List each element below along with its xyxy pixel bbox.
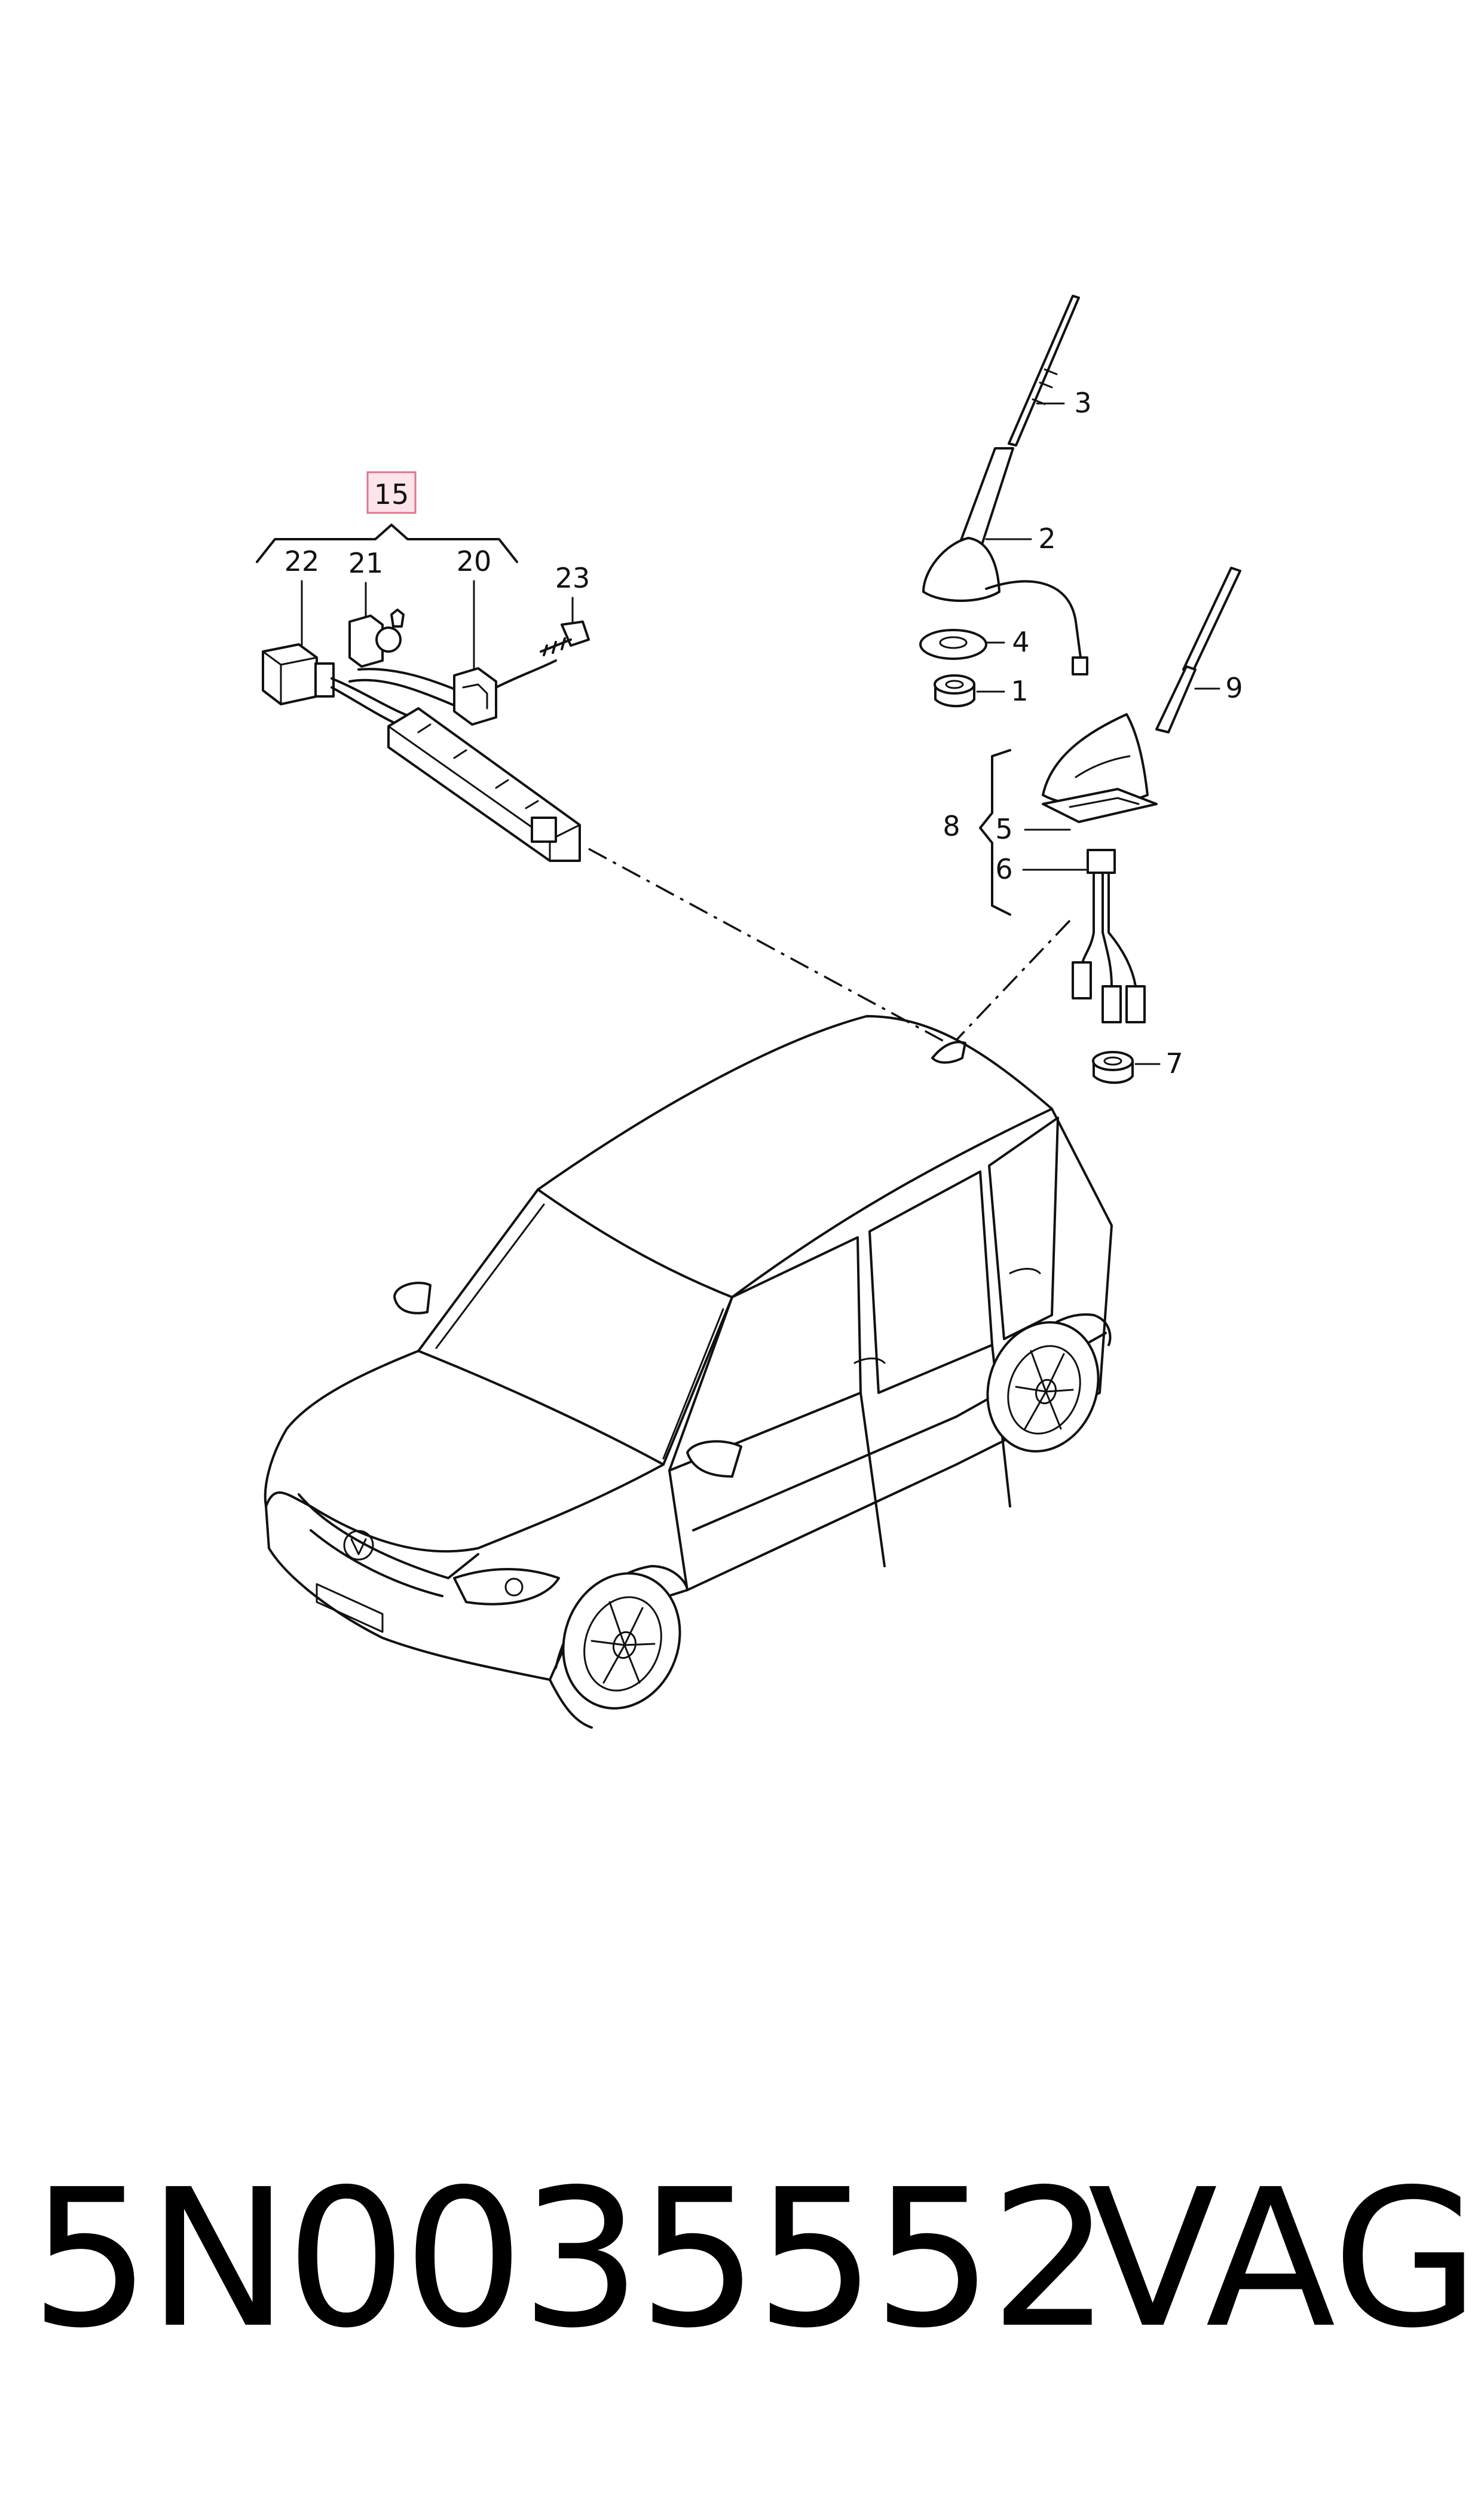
label-4: 4 (1012, 626, 1029, 658)
label-8: 8 (943, 810, 960, 842)
label-5: 5 (995, 813, 1012, 845)
label-23: 23 (555, 562, 590, 594)
vehicle-illustration (264, 1015, 1113, 1729)
roof-antenna-mount (931, 1041, 966, 1064)
part-number-caption: 5N0035552 (30, 2148, 1110, 2370)
leader-dashline-shark-antenna (955, 919, 1071, 1041)
part-7-nut: 7 (1092, 1047, 1183, 1084)
part-1-nut: 1 (934, 674, 1029, 708)
label-3: 3 (1074, 387, 1091, 419)
part-6-grommet: 6 (995, 849, 1146, 1023)
group-15-bracket: 15 (256, 471, 518, 563)
label-1: 1 (1011, 675, 1028, 707)
part-8-bracket: 8 (943, 749, 1011, 916)
part-3-antenna-mast: 3 (1008, 295, 1092, 447)
label-7: 7 (1165, 1047, 1183, 1080)
label-9: 9 (1225, 672, 1243, 704)
brand-caption: VAG (1088, 2148, 1480, 2370)
part-21-clip: 21 (348, 547, 405, 668)
part-5-shark-fin-antenna: 5 (995, 713, 1158, 845)
part-4-seal: 4 (919, 626, 1030, 660)
label-20: 20 (457, 545, 492, 577)
label-21: 21 (348, 547, 384, 579)
part-9-rod-antenna: 9 (1155, 567, 1243, 733)
part-15-module (387, 707, 581, 862)
leader-dashline-module (588, 848, 948, 1044)
label-6: 6 (995, 853, 1012, 885)
label-15-highlight-box (366, 471, 417, 514)
label-15: 15 (374, 478, 409, 510)
label-22: 22 (284, 545, 320, 577)
part-2-antenna-base: 2 (922, 447, 1088, 675)
part-23-screw: 23 (540, 562, 590, 656)
part-20-holder: 20 (453, 545, 557, 726)
label-2: 2 (1038, 522, 1055, 555)
part-22-connector: 22 (262, 545, 335, 705)
